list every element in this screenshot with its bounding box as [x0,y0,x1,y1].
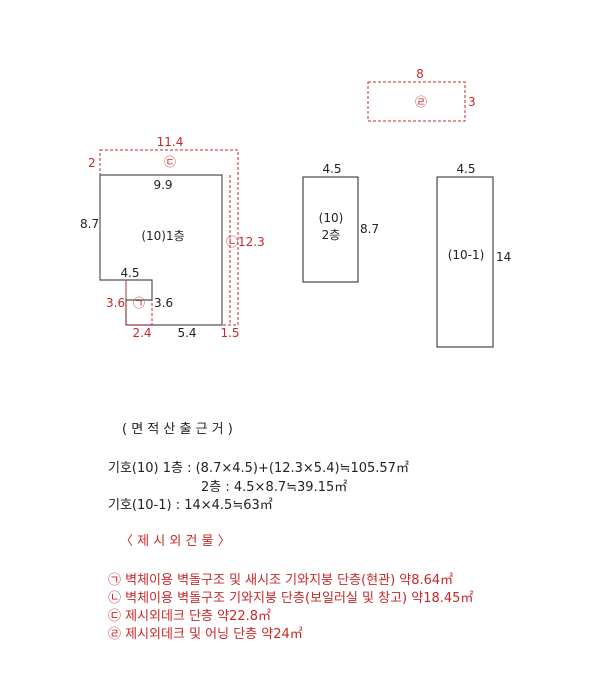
bottom-length-a: 2.4 [132,326,151,340]
excluded-item-2: ㉡ 벽체이용 벽돌구조 기와지붕 단층(보일러실 및 창고) 약18.45㎡ [108,591,474,606]
annex-ga-outline [125,280,153,326]
marker-na: ㉡ [226,235,238,249]
bldg10-2f-top-length: 4.5 [322,162,341,176]
marker-da: ㉢ [164,155,176,169]
annex-na-height: 12.3 [238,235,265,249]
bottom-length-b: 5.4 [177,326,196,340]
bldg10-2f-outline [302,176,359,283]
porch-height-left: 3.6 [106,296,125,310]
floor-plan-diagram: 11.4 2 ㉢ 9.9 8.7 (10)1층 ㉡ 12.3 4.5 3.6 ㉠… [80,67,511,348]
bldg10-1-name: (10-1) [448,248,485,262]
calc-line-3: 기호(10-1) : 14×4.5≒63㎡ [108,498,273,513]
annex-ra-side-length: 3 [468,95,476,109]
bldg10-1f-name: (10)1층 [141,229,184,243]
bldg10-2f-name-2: 2층 [322,228,341,242]
calc-line-1: 기호(10) 1층 : (8.7×4.5)+(12.3×5.4)≒105.57㎡ [108,461,409,476]
annex-ra-outline [367,81,466,122]
annex-ra-top-length: 8 [416,67,424,81]
bldg10-1f-top-inner-length: 9.9 [153,178,172,192]
porch-height-right: 3.6 [154,296,173,310]
bldg10-1-top-length: 4.5 [456,162,475,176]
basis-title: ( 면 적 산 출 근 거 ) [122,422,233,437]
excluded-item-3: ㉢ 제시외데크 단층 약22.8㎡ [108,609,272,624]
excluded-title: 〈 제 시 외 건 물 〉 [120,534,231,549]
bottom-length-c: 1.5 [220,326,239,340]
bldg10-2f-name-1: (10) [319,211,344,225]
marker-ga: ㉠ [133,296,145,310]
annex-top-width: 2 [88,156,96,170]
bldg10-1f-top-length: 11.4 [157,135,184,149]
bldg10-1-side-length: 14 [496,250,511,264]
excluded-item-1: ㉠ 벽체이용 벽돌구조 및 새시조 기와지붕 단층(현관) 약8.64㎡ [108,573,454,588]
bldg10-1f-notch-width: 4.5 [120,266,139,280]
bldg10-2f-side-length: 8.7 [360,222,379,236]
bldg10-1f-left-height: 8.7 [80,217,99,231]
bldg10-1-outline [436,176,494,348]
calc-line-2: 2층 : 4.5×8.7≒39.15㎡ [201,480,348,495]
marker-ra: ㉣ [415,95,427,109]
excluded-item-4: ㉣ 제시외데크 및 어닝 단층 약24㎡ [108,627,303,642]
